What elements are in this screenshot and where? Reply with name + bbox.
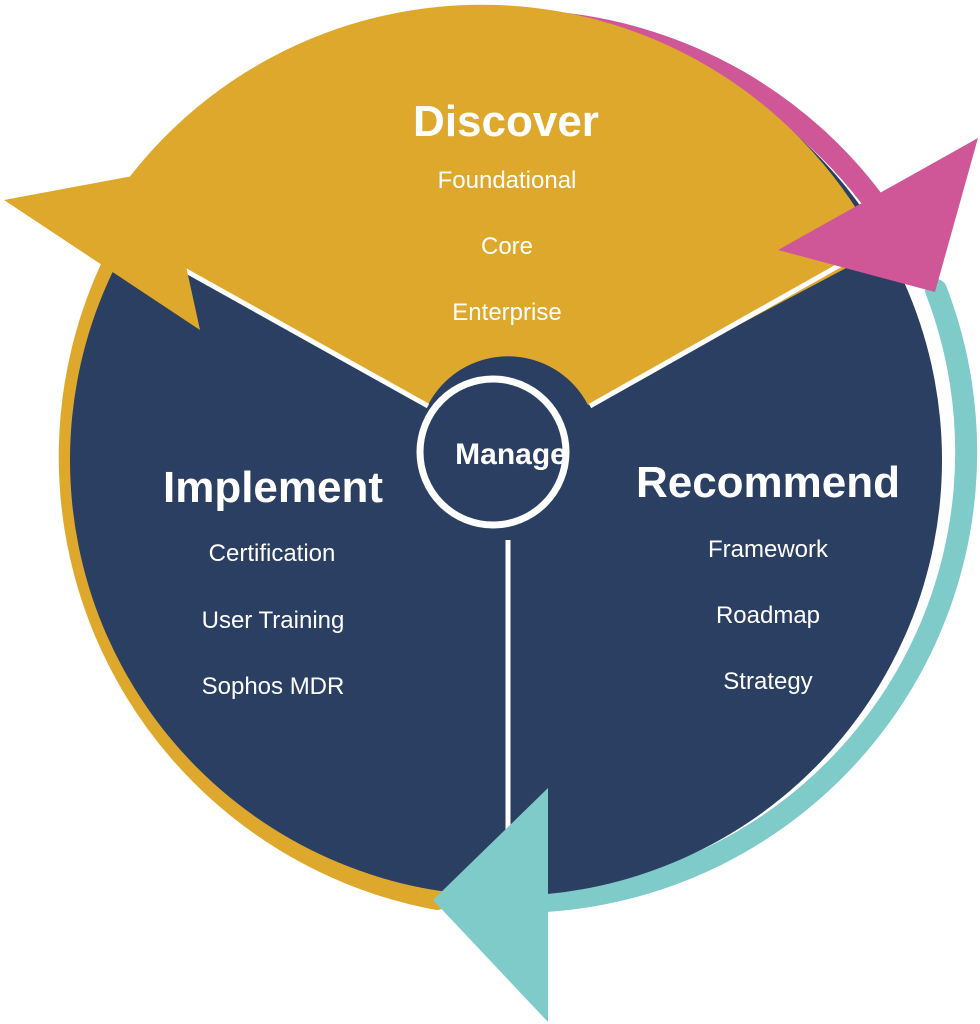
manage-hub-label: Manage bbox=[455, 438, 567, 471]
manage-hub bbox=[416, 375, 570, 529]
gold-arrowhead bbox=[4, 170, 200, 330]
implement-title: Implement bbox=[163, 463, 383, 512]
divider-left bbox=[168, 259, 430, 409]
discover-item: Foundational bbox=[438, 167, 577, 194]
discover-title: Discover bbox=[413, 97, 599, 146]
discover-item: Enterprise bbox=[452, 299, 561, 326]
recommend-item: Roadmap bbox=[716, 602, 820, 629]
gold-rim-arc bbox=[58, 249, 448, 910]
implement-item: Certification bbox=[209, 540, 336, 567]
recommend-title: Recommend bbox=[636, 458, 900, 507]
divider-right bbox=[588, 262, 842, 409]
recommend-item: Strategy bbox=[723, 668, 812, 695]
implement-item: Sophos MDR bbox=[202, 673, 345, 700]
discover-segment bbox=[100, 4, 880, 405]
discover-item: Core bbox=[481, 233, 533, 260]
pink-arrowhead bbox=[778, 138, 978, 292]
recommend-item: Framework bbox=[708, 536, 829, 563]
teal-rim-arc bbox=[509, 279, 978, 913]
teal-arrowhead bbox=[433, 788, 548, 1022]
implement-item: User Training bbox=[202, 607, 345, 634]
